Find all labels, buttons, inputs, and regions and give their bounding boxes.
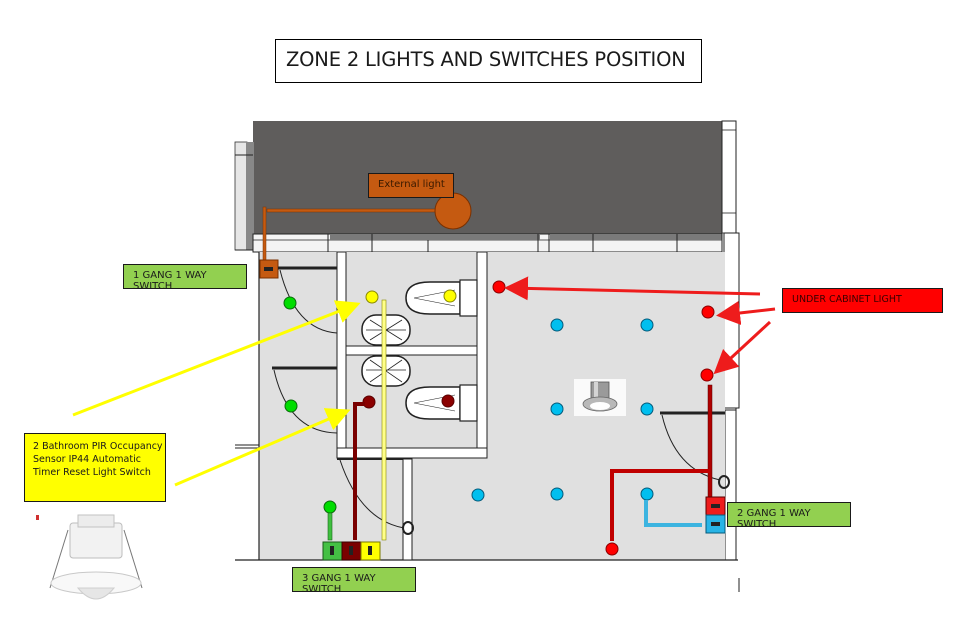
green-light-2 xyxy=(284,399,298,413)
pir-light-2 xyxy=(443,289,457,303)
under-cabinet-light-3 xyxy=(700,368,714,382)
pir-sensor-label: 2 Bathroom PIR Occupancy Sensor IP44 Aut… xyxy=(24,433,166,502)
three-gang-switch-label: 3 GANG 1 WAY SWITCH xyxy=(292,567,416,595)
left-wall-strip xyxy=(234,141,248,251)
arrow-pir-1 xyxy=(72,300,361,417)
bathroom-wall-left xyxy=(336,251,347,458)
two-gang-switch-label: 2 GANG 1 WAY SWITCH xyxy=(727,502,851,530)
pir-label-line-3: Timer Reset Light Switch xyxy=(33,467,151,478)
bathroom-bottom-wall xyxy=(336,447,488,459)
one-gang-switch-label: 1 GANG 1 WAY SWITCH xyxy=(123,264,247,292)
green-light-3 xyxy=(323,500,337,514)
left-wall-dark xyxy=(246,142,254,250)
arrow-under-cabinet-3 xyxy=(713,320,772,375)
downlight-3 xyxy=(550,402,564,416)
three-gang-switch xyxy=(322,541,381,561)
external-light-label: External light xyxy=(368,173,454,198)
bathroom-wall-right xyxy=(476,251,488,458)
page-title: ZONE 2 LIGHTS AND SWITCHES POSITION xyxy=(275,39,702,83)
arrow-pir-2 xyxy=(174,408,351,487)
toilet-2 xyxy=(405,384,478,422)
two-gang-switch xyxy=(705,496,726,534)
downlight-2 xyxy=(640,318,654,332)
downlight-product-icon xyxy=(574,379,626,416)
under-cabinet-light-1 xyxy=(492,280,506,294)
external-light-wire xyxy=(266,208,438,213)
downlight-4 xyxy=(640,402,654,416)
green-light-1 xyxy=(283,296,297,310)
pir-label-line-1: 2 Bathroom PIR Occupancy xyxy=(33,441,163,452)
arrow-under-cabinet-2 xyxy=(716,301,776,325)
under-cabinet-light-label: UNDER CABINET LIGHT xyxy=(782,288,943,313)
bathroom-light-2 xyxy=(441,394,455,408)
downlight-1 xyxy=(550,318,564,332)
bathroom-divider xyxy=(345,345,478,356)
downlight-6 xyxy=(550,487,564,501)
downlight-7 xyxy=(640,487,654,501)
pir-light-1 xyxy=(365,290,379,304)
downlight-5 xyxy=(471,488,485,502)
red-light-4 xyxy=(605,542,619,556)
arrow-under-cabinet-1 xyxy=(504,276,761,301)
pir-label-line-2: Sensor IP44 Automatic xyxy=(33,454,141,465)
external-light xyxy=(434,192,472,230)
toilet-1 xyxy=(405,279,478,317)
pir-sensor-product-icon xyxy=(36,514,143,600)
under-cabinet-light-2 xyxy=(701,305,715,319)
outdoor-area xyxy=(253,121,722,236)
